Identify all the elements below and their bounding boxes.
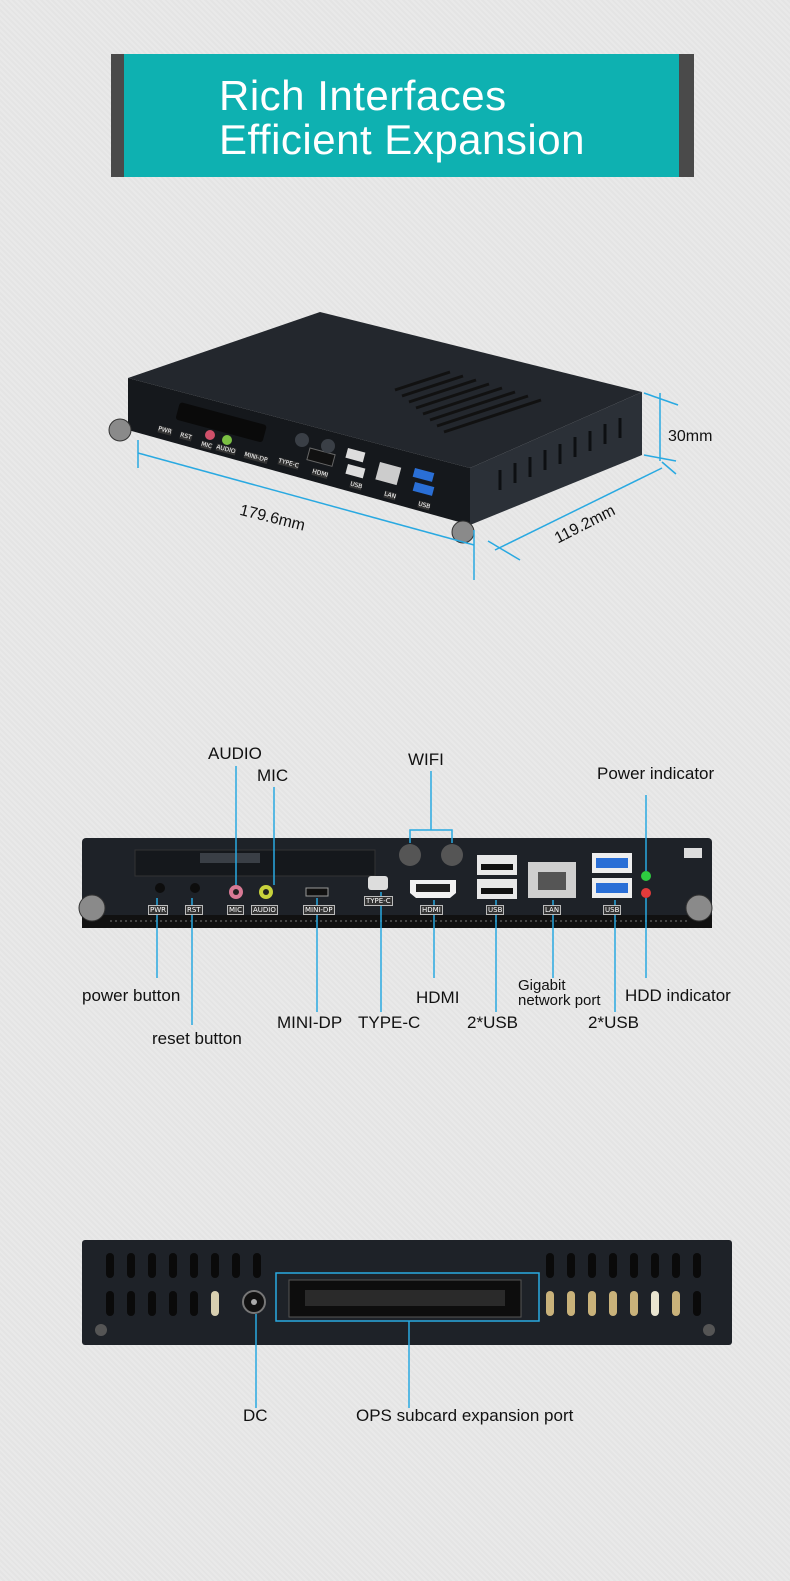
- callout-usb-left: 2*USB: [467, 1013, 519, 1032]
- callout-hdd-indicator: HDD indicator: [625, 986, 731, 1005]
- port-label-hdmi: HDMI: [420, 905, 443, 915]
- banner-title-line2: Efficient Expansion: [219, 116, 585, 163]
- callout-power-button: power button: [82, 986, 181, 1005]
- banner-left-bar: [111, 54, 124, 177]
- callout-gigabit-line1: Gigabit: [518, 977, 566, 994]
- isometric-device-illustration: [108, 312, 679, 580]
- callout-audio: AUDIO: [208, 744, 262, 763]
- banner-right-bar: [679, 54, 694, 177]
- port-label-pwr: PWR: [148, 905, 169, 915]
- callout-power-indicator: Power indicator: [597, 764, 715, 783]
- callout-hdmi: HDMI: [416, 988, 460, 1007]
- port-label-type-c: TYPE-C: [364, 896, 393, 906]
- port-label-rst: RST: [185, 905, 203, 915]
- callout-mic: MIC: [257, 766, 289, 785]
- port-label-lan: LAN: [543, 905, 562, 915]
- front-panel-illustration: [78, 766, 713, 1025]
- callout-gigabit-line2: network port: [518, 992, 601, 1009]
- title-banner: Rich Interfaces Efficient Expansion: [111, 54, 694, 177]
- callout-dc: DC: [243, 1406, 268, 1425]
- port-label-audio: AUDIO: [251, 905, 278, 915]
- callout-wifi: WIFI: [408, 750, 444, 769]
- dimension-height: 30mm: [668, 428, 713, 445]
- callout-type-c: TYPE-C: [358, 1013, 421, 1032]
- callout-mini-dp: MINI-DP: [277, 1013, 343, 1032]
- port-label-usb-right: USB: [603, 905, 622, 915]
- callout-ops-port: OPS subcard expansion port: [356, 1406, 574, 1425]
- callout-reset-button: reset button: [152, 1029, 242, 1048]
- banner-title-line1: Rich Interfaces: [219, 72, 507, 119]
- port-label-mic: MIC: [227, 905, 244, 915]
- port-label-mini-dp: MINI-DP: [303, 905, 335, 915]
- callout-usb-right: 2*USB: [588, 1013, 640, 1032]
- port-label-usb-left: USB: [486, 905, 505, 915]
- rear-panel-illustration: [82, 1240, 732, 1408]
